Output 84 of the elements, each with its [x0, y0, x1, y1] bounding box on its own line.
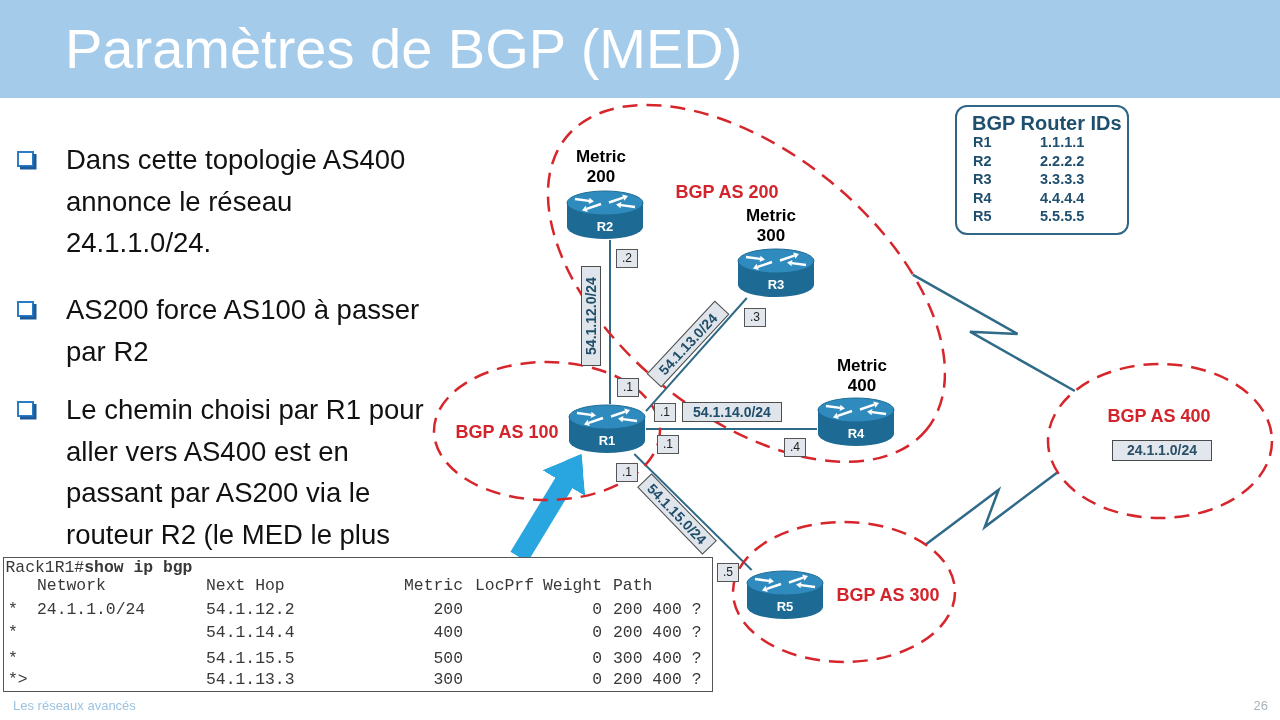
table-heading: BGP Router IDs	[972, 111, 1122, 135]
subnet-label: 54.1.14.0/24	[682, 402, 782, 422]
router-name: R2	[596, 219, 614, 235]
column-header: Path	[613, 576, 653, 596]
interface-address-tag: .2	[616, 248, 638, 268]
router-name: R3	[767, 277, 785, 293]
router-name: R2	[973, 151, 992, 170]
column-header: Next Hop	[206, 576, 285, 596]
router	[568, 404, 646, 454]
terminal-output-panel	[3, 557, 713, 692]
router-name: R5	[973, 207, 992, 225]
network-link	[633, 453, 753, 571]
route-status-code: *	[8, 600, 18, 620]
prefix-text: 24.1.1.0/24	[1126, 442, 1198, 459]
subnet-label: 54.1.12.0/24	[581, 266, 601, 366]
interface-address-tag: .3	[744, 307, 766, 327]
metric-value: 200	[433, 600, 463, 620]
metric-label: Metric 400	[835, 356, 888, 396]
column-header: Metric	[404, 576, 464, 596]
router-name: R4	[973, 188, 992, 207]
page-number: 26	[1253, 698, 1268, 714]
router-id-value: 1.1.1.1	[1040, 133, 1085, 151]
interface-address-tag: .5	[717, 562, 739, 582]
bullet-text: Le chemin choisi par R1 pour aller vers AS400 est en passant par AS200 via le routeur R2 (le MED le plus	[66, 393, 425, 552]
column-header: Network	[37, 576, 106, 596]
metric-label: Metric 200	[574, 147, 627, 187]
route-status-code: *>	[8, 670, 28, 690]
as-name-label: BGP AS 400	[1107, 405, 1211, 427]
next-hop-address: 54.1.12.2	[206, 600, 295, 620]
network-prefix-tag	[1112, 440, 1212, 461]
as-path: 300 400 ?	[613, 649, 702, 669]
column-header: LocPrf	[475, 576, 535, 596]
column-header: Weight	[543, 576, 603, 596]
metric-value: 300	[433, 670, 463, 690]
metric-label: Metric 300	[744, 206, 797, 246]
router-name: R1	[973, 133, 992, 151]
router-name: R3	[973, 170, 992, 188]
router	[566, 190, 644, 240]
as-path: 200 400 ?	[613, 600, 702, 620]
as-name-label: BGP AS 100	[455, 421, 559, 443]
router-id-value: 2.2.2.2	[1040, 151, 1085, 170]
router-id-value: 4.4.4.4	[1040, 188, 1085, 207]
weight-value: 0	[592, 670, 602, 690]
serial-link	[924, 471, 1059, 546]
next-hop-address: 54.1.15.5	[206, 649, 295, 669]
metric-value: 400	[433, 623, 463, 643]
bullet-text: AS200 force AS100 à passer par R2	[66, 293, 421, 369]
interface-address-tag: .4	[784, 437, 806, 457]
metric-value: 500	[433, 649, 463, 669]
as-name-label: BGP AS 300	[836, 584, 940, 606]
serial-link	[912, 273, 1076, 393]
router	[746, 570, 824, 620]
dashed-region-ellipse	[1046, 362, 1274, 520]
as-name-label: BGP AS 200	[675, 181, 779, 203]
bullet-text: Dans cette topologie AS400 annonce le réseau 24.1.1.0/24.	[66, 143, 407, 260]
network-link	[645, 428, 818, 430]
as-path: 200 400 ?	[613, 670, 702, 690]
interface-address-tag: .1	[616, 462, 638, 482]
network-link	[609, 239, 611, 405]
weight-value: 0	[592, 600, 602, 620]
router-id-table	[955, 105, 1129, 235]
dashed-region-ellipse	[731, 520, 957, 664]
router	[817, 397, 895, 447]
interface-address-tag: .1	[657, 434, 679, 454]
router	[737, 248, 815, 298]
next-hop-address: 54.1.13.3	[206, 670, 295, 690]
interface-address-tag: .1	[654, 402, 676, 422]
weight-value: 0	[592, 649, 602, 669]
router-name: R1	[598, 433, 616, 449]
interface-address-tag: .1	[617, 377, 639, 397]
next-hop-address: 54.1.14.4	[206, 623, 295, 643]
slide-title: Paramètres de BGP (MED)	[65, 19, 743, 79]
weight-value: 0	[592, 623, 602, 643]
network-prefix: 24.1.1.0/24	[37, 600, 146, 620]
route-status-code: *	[8, 623, 18, 643]
route-status-code: *	[8, 649, 18, 669]
router-name: R4	[847, 426, 865, 442]
router-name: R5	[776, 599, 794, 615]
command-prompt-text: Rack1R1#show ip bgp	[5, 557, 193, 578]
as-path: 200 400 ?	[613, 623, 702, 643]
network-link	[645, 297, 748, 413]
router-id-value: 5.5.5.5	[1040, 207, 1085, 225]
router-id-value: 3.3.3.3	[1040, 170, 1085, 188]
footer-text: Les réseaux avancés	[13, 698, 136, 714]
